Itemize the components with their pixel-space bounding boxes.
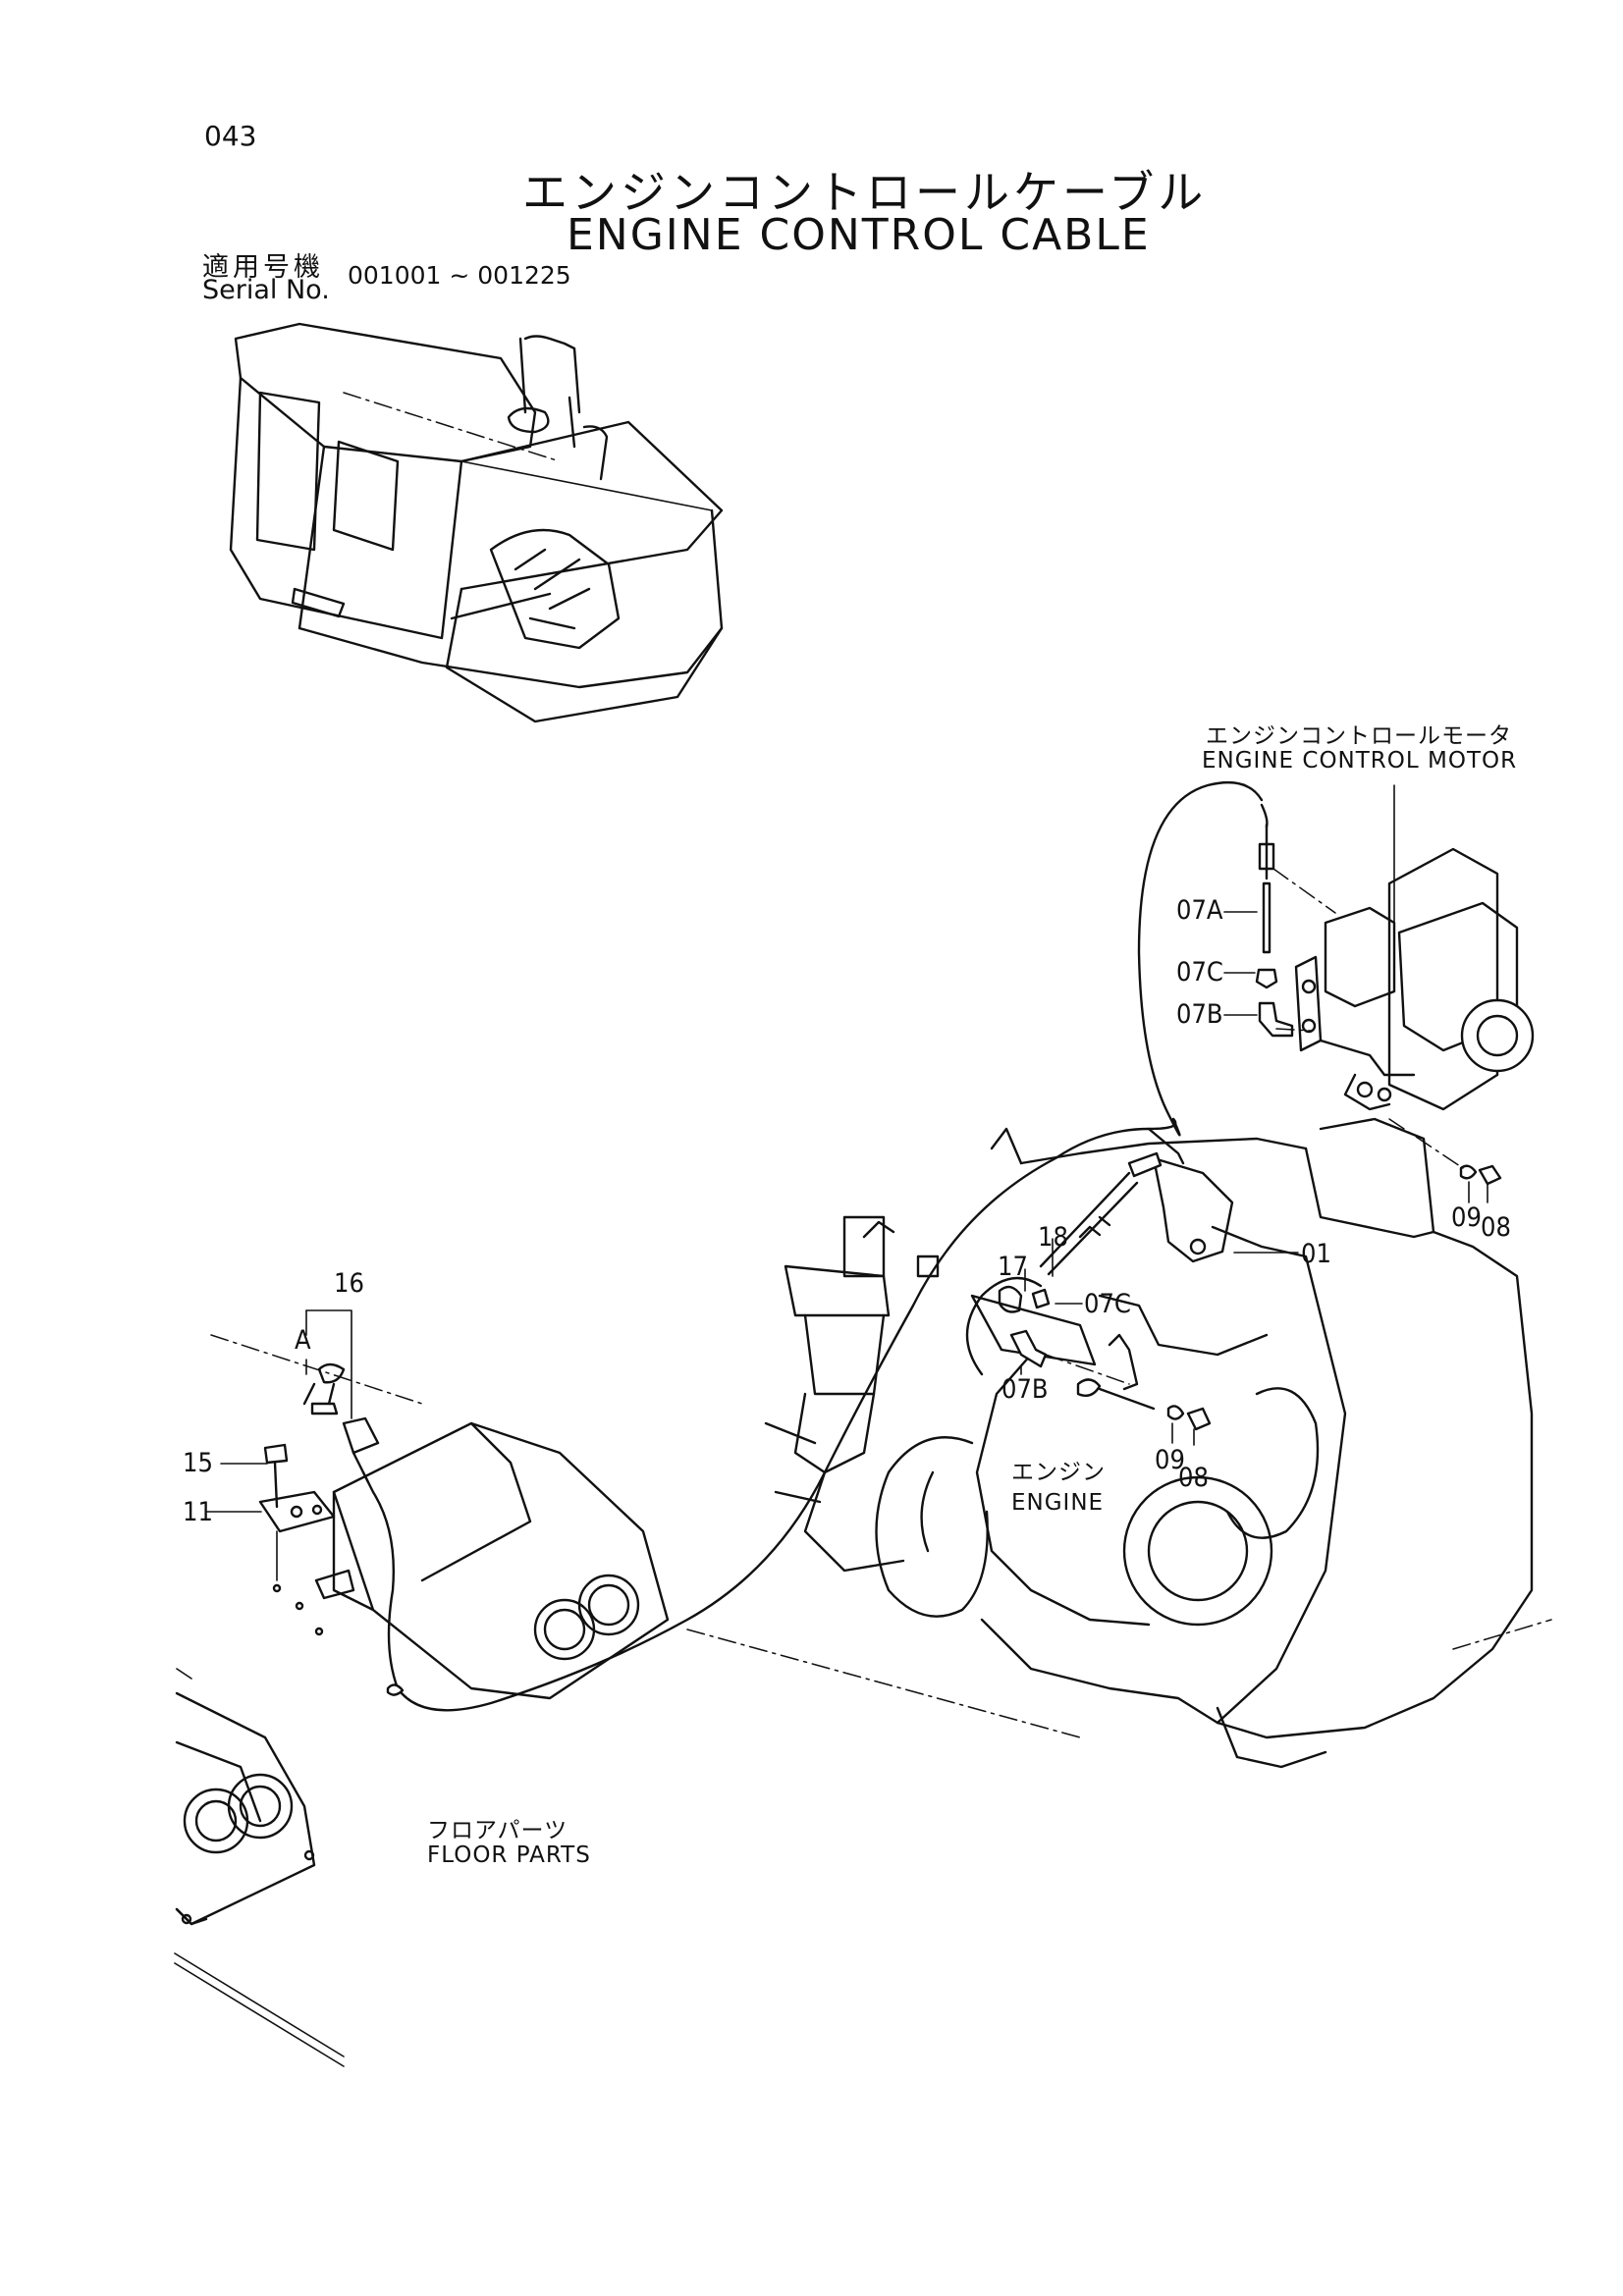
serial-range: 001001 ~ 001225: [348, 261, 571, 290]
callout-07a: 07A: [1176, 895, 1223, 926]
floor-side-parts: [174, 1362, 670, 2067]
note-floor-english: FLOOR PARTS: [427, 1842, 591, 1868]
callout-01: 01: [1301, 1239, 1331, 1269]
callout-09-mid: 09: [1155, 1445, 1185, 1475]
callout-09-top: 09: [1451, 1202, 1482, 1233]
callout-a: A: [295, 1325, 311, 1356]
bracket-and-fittings: [970, 1118, 1502, 1431]
callout-17: 17: [998, 1252, 1028, 1282]
engine-control-motor-illustration: [1255, 784, 1535, 1111]
title-english: ENGINE CONTROL CABLE: [567, 210, 1151, 260]
callout-07b-top: 07B: [1176, 999, 1223, 1030]
note-floor-japanese: フロアパーツ: [427, 1818, 568, 1843]
note-engine-japanese: エンジン: [1011, 1460, 1106, 1485]
page-number: 043: [204, 120, 257, 152]
callout-08-top: 08: [1481, 1212, 1511, 1243]
callout-11: 11: [183, 1497, 213, 1527]
machine-overview-illustration: [229, 322, 724, 723]
engine-illustration: [210, 1117, 1552, 1769]
serial-label-japanese: 適用号機: [202, 252, 324, 283]
callout-16: 16: [334, 1268, 364, 1299]
note-motor-japanese: エンジンコントロールモータ: [1206, 723, 1512, 749]
callout-07c-mid: 07C: [1084, 1289, 1131, 1319]
serial-label-english: Serial No.: [202, 275, 330, 305]
callout-07b-mid: 07B: [1001, 1374, 1049, 1405]
note-engine-english: ENGINE: [1011, 1490, 1105, 1516]
callout-15: 15: [183, 1448, 213, 1478]
title-japanese: エンジンコントロールケーブル: [522, 166, 1208, 219]
callout-07c-top: 07C: [1176, 957, 1223, 988]
note-motor-english: ENGINE CONTROL MOTOR: [1202, 748, 1518, 774]
callout-08-mid: 08: [1178, 1463, 1209, 1493]
leader-lines: [205, 911, 1488, 1513]
callout-18: 18: [1038, 1222, 1068, 1253]
control-cable: [361, 781, 1269, 1712]
